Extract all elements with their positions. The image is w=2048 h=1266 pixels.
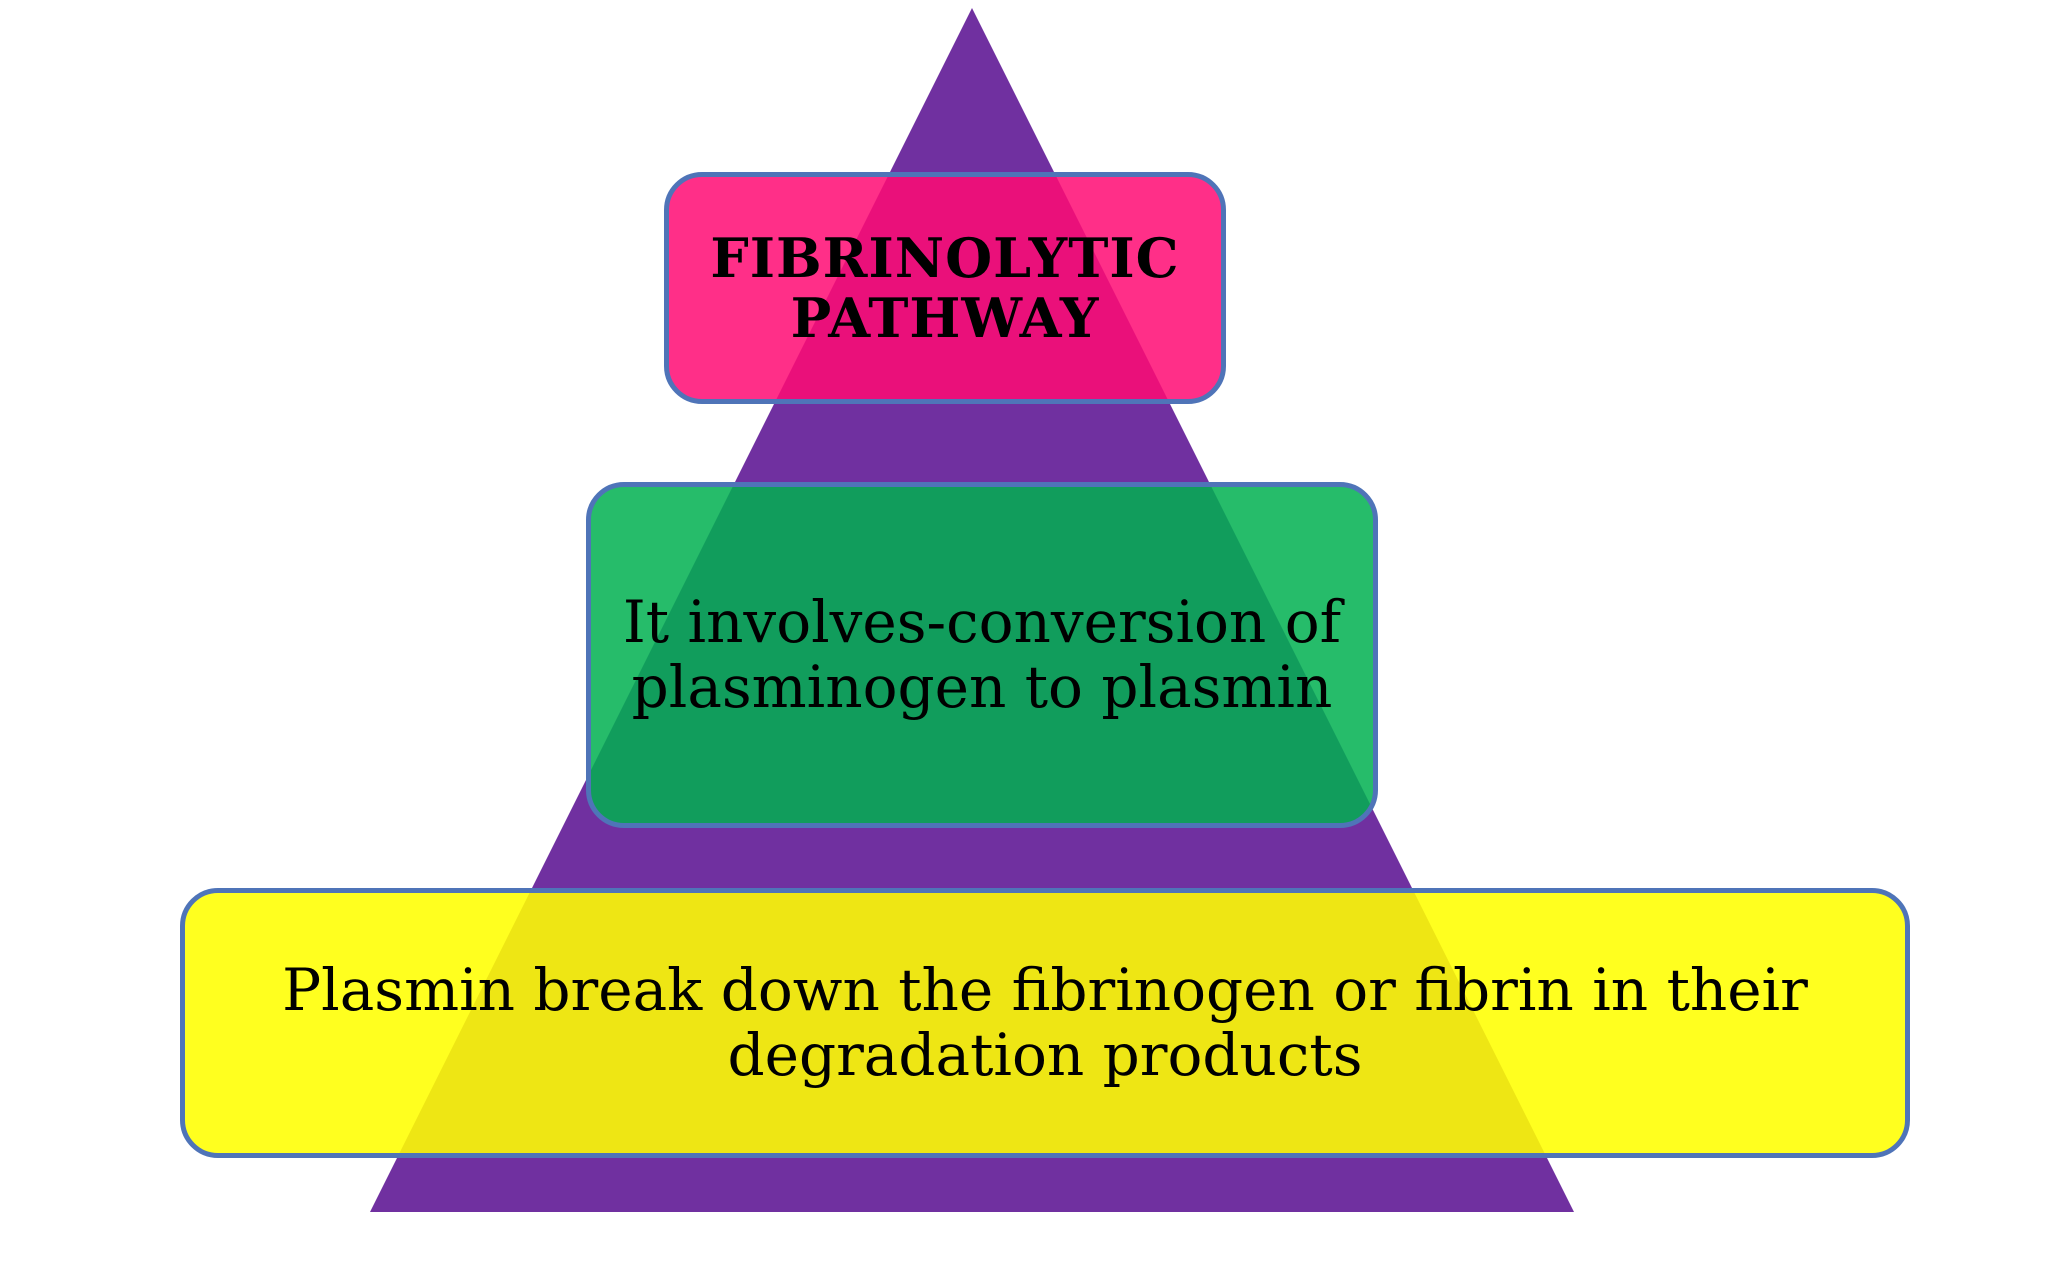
top-level-line-1: FIBRINOLYTIC: [710, 225, 1180, 290]
pyramid-level-bottom: Plasmin break down the fibrinogen or fib…: [180, 888, 1910, 1158]
top-level-line-2: PATHWAY: [790, 286, 1100, 350]
pyramid-level-top: FIBRINOLYTIC PATHWAY: [664, 172, 1226, 404]
middle-level-line-2: plasminogen to plasmin: [631, 653, 1333, 721]
middle-level-line-1: It involves-conversion of: [622, 588, 1342, 657]
bottom-level-line-1: Plasmin break down the fibrinogen or fib…: [282, 956, 1808, 1025]
pyramid-level-middle: It involves-conversion of plasminogen to…: [586, 482, 1378, 828]
bottom-level-line-2: degradation products: [727, 1021, 1363, 1089]
